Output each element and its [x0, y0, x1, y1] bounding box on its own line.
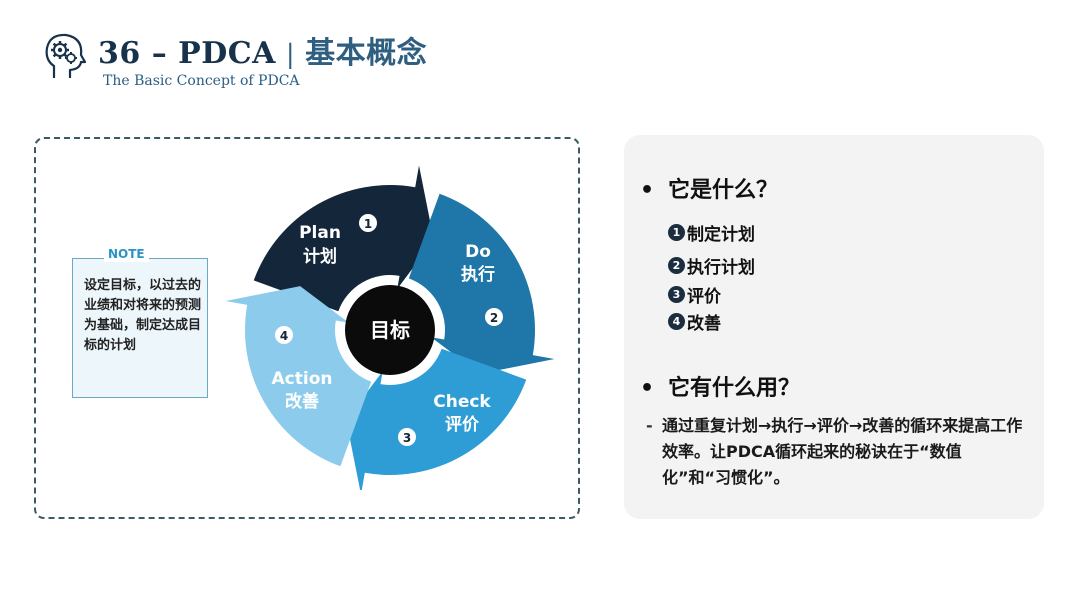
- step-check-en: Check: [433, 392, 491, 412]
- item-label-3: 评价: [687, 287, 721, 307]
- cycle-segment-plan: [253, 165, 434, 312]
- question-what: • 它是什么？: [640, 172, 778, 204]
- item-label-4: 改善: [687, 314, 721, 334]
- question-use-bullet: •: [640, 376, 655, 401]
- title-cn: 基本概念: [305, 36, 428, 71]
- step-number-badge-1: [359, 214, 377, 232]
- pdca-cycle: 目标 Plan 计划 Do 执行 Check 评价 Action 改善 1 2 …: [225, 165, 555, 490]
- page-title: 36 – PDCA | 基本概念: [98, 28, 427, 72]
- title-separator: |: [285, 40, 296, 70]
- question-what-bullet: •: [640, 178, 655, 203]
- step-number-badge-2: [485, 308, 503, 326]
- title-number: 36 – PDCA: [98, 36, 276, 71]
- step-action-cn: 改善: [285, 391, 319, 412]
- page-subtitle: The Basic Concept of PDCA: [103, 73, 300, 89]
- step-number-2: 2: [490, 311, 498, 325]
- question-use-text: 它有什么用？: [668, 376, 801, 401]
- step-number-badge-4: [275, 326, 293, 344]
- diagram-frame: [34, 137, 580, 519]
- step-do-en: Do: [465, 242, 491, 262]
- item-label-1: 制定计划: [687, 225, 755, 245]
- step-do-cn: 执行: [461, 264, 495, 285]
- step-action-en: Action: [272, 369, 333, 389]
- item-number-1: 1: [668, 224, 685, 241]
- cycle-segment-check: [346, 348, 527, 490]
- step-number-3: 3: [403, 431, 411, 445]
- note-text: 设定目标，以过去的业绩和对将来的预测为基础，制定达成目标的计划: [84, 278, 202, 353]
- item-number-4: 4: [668, 313, 685, 330]
- question-what-text: 它是什么？: [668, 178, 779, 203]
- step-number-4: 4: [280, 329, 288, 343]
- desc-text: 通过重复计划→执行→评价→改善的循环来提高工作效率。让PDCA循环起来的秘诀在于…: [662, 416, 1023, 487]
- item-label-2: 执行计划: [687, 258, 755, 278]
- cycle-segment-action: [225, 286, 372, 467]
- question-use: • 它有什么用？: [640, 370, 800, 402]
- step-plan-cn: 计划: [303, 246, 337, 267]
- cycle-segment-do: [408, 193, 555, 374]
- step-number-badge-3: [398, 428, 416, 446]
- center-goal-circle: [345, 285, 435, 375]
- info-panel: [624, 135, 1044, 519]
- step-plan-en: Plan: [299, 223, 341, 243]
- head-gears-icon: [45, 33, 87, 78]
- item-number-2: 2: [668, 257, 685, 274]
- item-number-3: 3: [668, 286, 685, 303]
- note-tag: NOTE: [104, 246, 149, 262]
- step-number-1: 1: [364, 217, 372, 231]
- note-tag-label: NOTE: [108, 247, 145, 261]
- step-check-cn: 评价: [445, 415, 480, 435]
- desc-dash: -: [646, 416, 653, 435]
- center-goal-label: 目标: [370, 318, 410, 342]
